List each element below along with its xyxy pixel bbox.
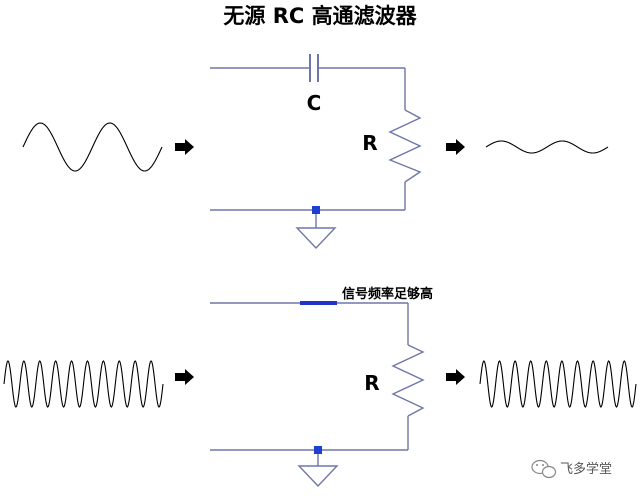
output-high-frequency-wave	[479, 360, 637, 408]
input-high-frequency-wave	[3, 360, 164, 408]
ground-symbol-icon	[295, 227, 337, 250]
output-arrow-icon	[446, 139, 465, 155]
output-attenuated-wave	[485, 140, 609, 154]
ground-node	[312, 206, 320, 214]
resistor-zigzag	[391, 344, 425, 417]
resistor-zigzag	[388, 109, 422, 183]
input-arrow-icon	[175, 139, 194, 155]
top-circuit: C R	[22, 54, 609, 250]
ground-symbol-icon	[297, 465, 339, 488]
capacitor-label: C	[307, 91, 322, 115]
frequency-note: 信号频率足够高	[342, 286, 433, 302]
resistor-label: R	[362, 131, 377, 155]
resistor-label: R	[364, 371, 379, 395]
output-arrow-icon	[446, 369, 465, 385]
input-arrow-icon	[175, 369, 194, 385]
diagram-title: 无源 RC 高通滤波器	[223, 4, 417, 28]
input-low-frequency-wave	[22, 122, 163, 172]
ground-node	[314, 446, 322, 454]
watermark-text: 飞多学堂	[560, 461, 612, 477]
bottom-circuit: 信号频率足够高 R	[3, 286, 637, 488]
watermark: 飞多学堂	[531, 459, 612, 479]
wechat-icon	[531, 459, 557, 479]
